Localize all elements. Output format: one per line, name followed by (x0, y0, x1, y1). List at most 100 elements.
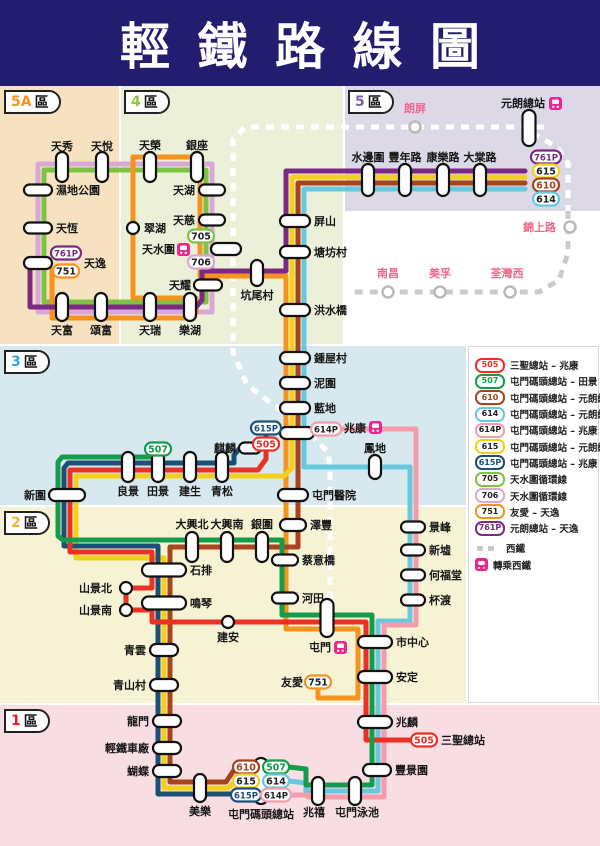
station-銀圍 (254, 530, 270, 564)
west-rail-line (230, 124, 544, 598)
station-石排 (140, 562, 188, 578)
station-label-杯渡: 杯渡 (429, 593, 452, 607)
station-山景北 (118, 580, 134, 596)
legend-badge-610: 610 (475, 390, 505, 406)
route-badge-615P (249, 420, 283, 436)
station-泥圍 (278, 375, 312, 391)
station-label-天慈: 天慈 (173, 213, 195, 227)
route-badge-751 (51, 263, 81, 279)
station-label-豐景園: 豐景園 (395, 763, 428, 777)
legend-badge-706: 706 (475, 488, 505, 504)
station-水邊圍 (360, 162, 376, 198)
zone-wr-area-background (345, 213, 600, 344)
zone-number: 5A (11, 94, 32, 110)
station-新墟 (399, 543, 427, 557)
legend-route-destination: 友愛 – 天逸 (510, 507, 560, 519)
west-rail-station-朗屏 (408, 120, 422, 134)
station-大興南 (219, 530, 235, 564)
zone-character: 區 (23, 355, 38, 371)
station-label-天耀: 天耀 (169, 278, 191, 292)
zone-character: 區 (23, 516, 38, 532)
legend-badge-751: 751 (475, 504, 505, 520)
zone-number: 1 (11, 713, 21, 729)
legend-badge-761P: 761P (475, 520, 505, 536)
train-wheel-glyph (376, 429, 379, 432)
station-label-新圍: 新圍 (24, 488, 46, 502)
route-badge-label-615P: 615P (234, 791, 258, 801)
legend-row-west-rail: 西鐵 (475, 540, 598, 556)
train-window-glyph (372, 423, 379, 428)
station-建生 (182, 450, 198, 484)
station-label-山景南: 山景南 (79, 603, 112, 617)
station-新圍 (47, 487, 87, 503)
station-藍地 (278, 400, 312, 416)
legend-route-destination: 三聖總站 – 兆康 (510, 361, 579, 373)
station-label-翠湖: 翠湖 (144, 221, 166, 235)
west-rail-station-荃灣西 (503, 285, 517, 299)
station-label-大興北: 大興北 (176, 517, 209, 531)
route-badge-label-614: 614 (266, 776, 286, 787)
station-label-天秀: 天秀 (51, 139, 73, 153)
station-label-銀座: 銀座 (186, 138, 208, 152)
station-label-石排: 石排 (189, 563, 212, 577)
station-天湖 (197, 183, 227, 197)
station-豐年路 (397, 162, 413, 198)
legend-route-destination: 屯門碼頭總站 – 元朗總站 (510, 393, 600, 405)
route-badge-label-610: 610 (236, 762, 256, 773)
station-label-塘坊村: 塘坊村 (314, 245, 347, 259)
legend-badge-614P: 614P (475, 422, 505, 438)
legend-badge-614: 614 (475, 406, 505, 422)
route-badge-505 (251, 436, 281, 452)
zone-number: 5 (355, 94, 365, 110)
station-label-天悅: 天悅 (91, 139, 113, 153)
station-label-山景北: 山景北 (79, 581, 112, 595)
station-輕鐵車廠 (151, 740, 183, 756)
station-label-兆禧: 兆禧 (303, 805, 325, 819)
station-市中心 (356, 634, 394, 650)
station-青松 (214, 450, 230, 484)
route-badge-label-614: 614 (536, 194, 556, 205)
station-label-市中心: 市中心 (396, 635, 429, 649)
title-bar: 輕鐵路線圖 (0, 0, 600, 86)
station-天秀 (54, 150, 70, 184)
legend-badge-507: 507 (475, 373, 505, 389)
station-鍾屋村 (278, 350, 312, 366)
station-label-鳴琴: 鳴琴 (190, 596, 212, 610)
route-badge-614P (309, 421, 343, 437)
route-badge-label-507: 507 (148, 444, 168, 455)
train-wheel-glyph (337, 649, 340, 652)
station-大棠路 (472, 162, 488, 198)
station-label-澤豐: 澤豐 (310, 518, 332, 532)
station-青山村 (148, 677, 180, 693)
route-badge-706 (186, 254, 216, 270)
station-label-鍾屋村: 鍾屋村 (314, 351, 347, 365)
station-label-藍地: 藍地 (314, 401, 336, 415)
station-美樂 (192, 772, 208, 804)
zone-character: 區 (34, 95, 49, 111)
station-屏山 (278, 213, 312, 229)
route-badge-label-505: 505 (256, 439, 276, 450)
legend-row-610: 610 屯門碼頭總站 – 元朗總站 (475, 390, 600, 406)
station-塘坊村 (278, 244, 312, 260)
route-badge-507 (143, 441, 173, 457)
station-景峰 (399, 520, 427, 534)
route-badge-761P (49, 245, 83, 261)
train-window-glyph (552, 99, 559, 104)
station-label-屯門碼頭總站: 屯門碼頭總站 (228, 807, 294, 821)
station-label-銀圍: 銀圍 (251, 517, 273, 531)
route-badge-505 (409, 732, 439, 748)
route-line-614P (286, 426, 419, 800)
station-label-新墟: 新墟 (429, 543, 451, 557)
west-rail-line (352, 211, 571, 295)
station-安定 (356, 669, 394, 685)
zone-character: 區 (143, 95, 158, 111)
station-label-蝴蝶: 蝴蝶 (127, 764, 150, 778)
station-label-大興南: 大興南 (211, 517, 244, 531)
station-label-樂湖: 樂湖 (178, 323, 201, 337)
